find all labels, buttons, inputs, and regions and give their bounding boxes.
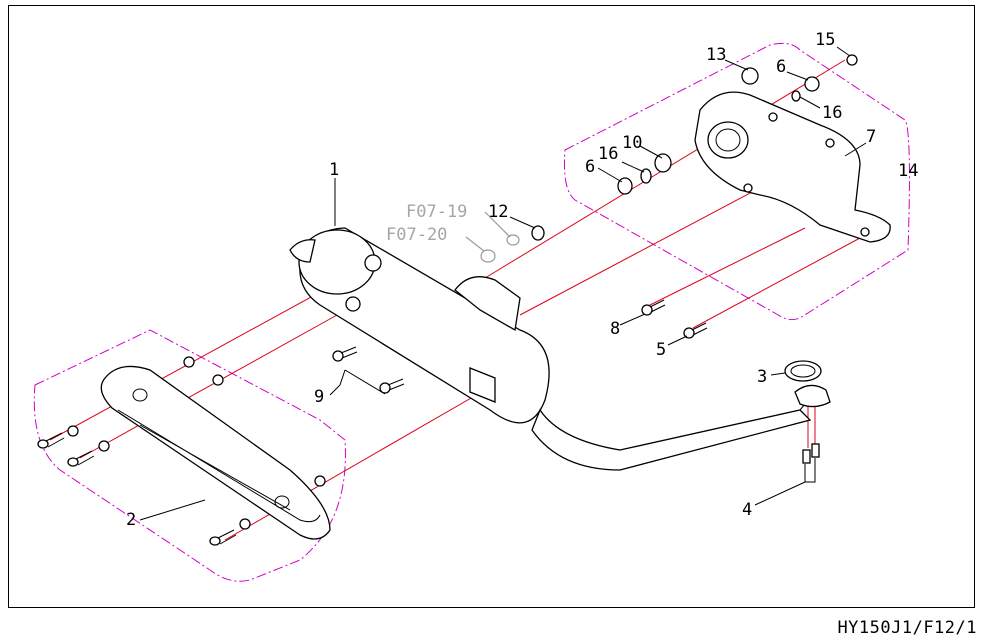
- heat-shield-part: [100, 365, 331, 540]
- drawing-frame: [8, 5, 975, 608]
- callout-15: 15: [815, 30, 835, 50]
- bolt-icon: [209, 529, 237, 546]
- muffler-bracket-part: [694, 91, 891, 243]
- nut-icon: [480, 249, 496, 263]
- gasket-part: [784, 360, 822, 382]
- bracket-hardware: [531, 54, 858, 241]
- bracket-bolt-5: [683, 322, 708, 339]
- bracket-bolt-8: [641, 299, 666, 316]
- group-outline-bracket: [564, 42, 910, 321]
- washer-icon: [506, 234, 520, 246]
- washer-icon: [640, 168, 652, 184]
- callout-14: 14: [898, 161, 918, 181]
- callout-5: 5: [656, 340, 666, 360]
- washer-icon: [67, 425, 79, 437]
- callout-16b: 16: [822, 103, 842, 123]
- washer-icon: [314, 475, 326, 487]
- washer-icon: [98, 440, 110, 452]
- reference-parts: [480, 234, 520, 263]
- callout-7: 7: [866, 127, 876, 147]
- bolt-icon: [332, 346, 358, 362]
- bolt-icon: [379, 378, 405, 394]
- washer-icon: [791, 90, 801, 102]
- callout-8: 8: [610, 319, 620, 339]
- bushing-icon: [741, 67, 759, 85]
- flange-part: [794, 384, 831, 408]
- washer-icon: [183, 356, 195, 368]
- callout-3: 3: [757, 367, 767, 387]
- callout-10: 10: [622, 133, 642, 153]
- washer-icon: [239, 518, 251, 530]
- callout-16a: 16: [598, 144, 618, 164]
- callout-12: 12: [488, 202, 508, 222]
- callout-leaders: [139, 46, 867, 521]
- callout-4: 4: [742, 500, 752, 520]
- callout-9: 9: [314, 387, 324, 407]
- bolt-icon: [37, 432, 65, 449]
- document-code: HY150J1/F12/1: [837, 618, 977, 638]
- bushing-icon: [654, 153, 672, 173]
- bushing-icon: [846, 54, 858, 66]
- reference-label-f07-20: F07-20: [386, 225, 447, 245]
- mounting-bolts-9: [332, 346, 405, 394]
- washer-icon: [804, 76, 820, 92]
- callout-6b: 6: [776, 57, 786, 77]
- callout-13: 13: [706, 45, 726, 65]
- stud-bolts-part: [802, 443, 820, 464]
- muffler-body-part: [289, 227, 812, 471]
- washer-icon: [212, 374, 224, 386]
- bolt-icon: [67, 450, 95, 467]
- callout-1: 1: [329, 160, 339, 180]
- callout-6a: 6: [585, 157, 595, 177]
- bushing-icon: [531, 225, 545, 241]
- shield-fasteners: [37, 356, 326, 546]
- reference-label-f07-19: F07-19: [406, 202, 467, 222]
- callout-2: 2: [126, 510, 136, 530]
